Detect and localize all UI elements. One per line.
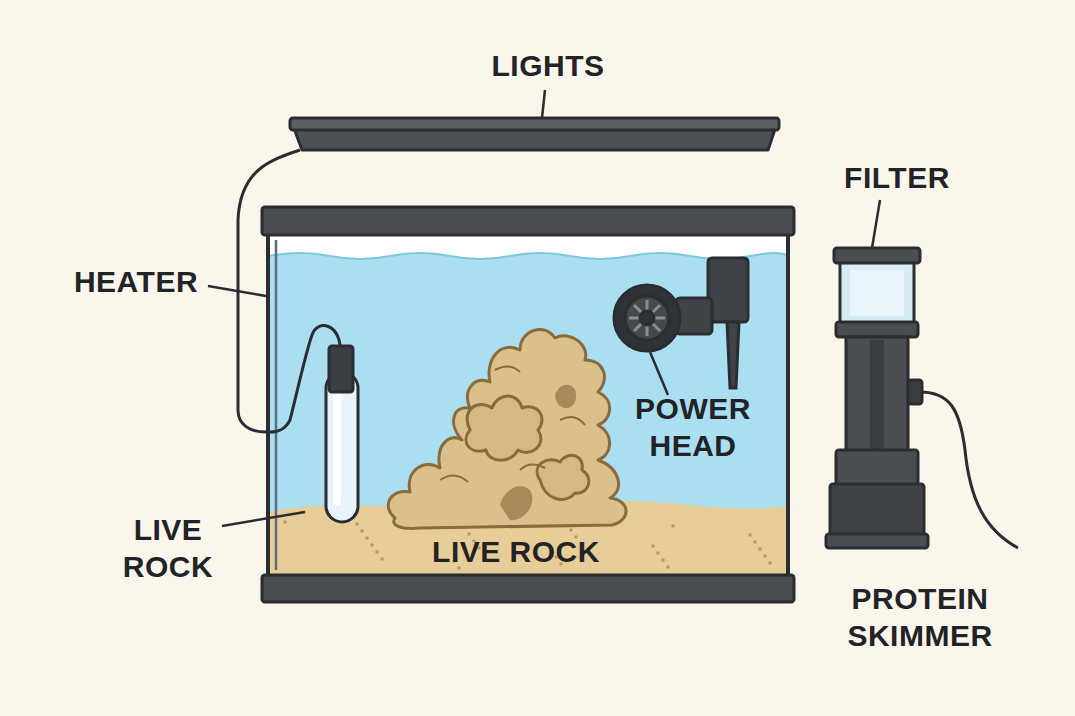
protein-skimmer-label: PROTEIN SKIMMER xyxy=(833,581,1008,654)
power-head xyxy=(614,258,748,388)
sand-dot xyxy=(661,558,665,562)
sand-dot xyxy=(753,540,757,544)
live-rock-label: LIVE ROCK xyxy=(411,534,621,571)
sand-dot xyxy=(569,528,573,532)
protein-skimmer xyxy=(826,248,1018,548)
sand-dot xyxy=(748,533,752,537)
sand-dot xyxy=(360,529,364,533)
sand-dot xyxy=(671,524,675,528)
heater-label: HEATER xyxy=(61,264,211,301)
sand-dot xyxy=(375,550,379,554)
heater xyxy=(270,326,358,522)
sand-dot xyxy=(666,565,670,569)
sand-dot xyxy=(355,522,359,526)
sand-dot xyxy=(283,520,287,524)
leader-lines xyxy=(208,90,880,526)
sand-dot xyxy=(758,547,762,551)
tank xyxy=(262,207,794,602)
sand-dot xyxy=(370,543,374,547)
power-head-label: POWER HEAD xyxy=(623,391,763,464)
sand-dot xyxy=(651,544,655,548)
sand-dot xyxy=(768,561,772,565)
lights-label: LIGHTS xyxy=(448,48,648,85)
sand-dot xyxy=(380,557,384,561)
sand-dot xyxy=(763,554,767,558)
sand-dot xyxy=(365,536,369,540)
sand-dot xyxy=(656,551,660,555)
live-rock xyxy=(388,329,626,528)
filter-label: FILTER xyxy=(822,160,972,197)
light-hood xyxy=(290,118,779,150)
live-rock-label: LIVE ROCK xyxy=(108,512,228,585)
